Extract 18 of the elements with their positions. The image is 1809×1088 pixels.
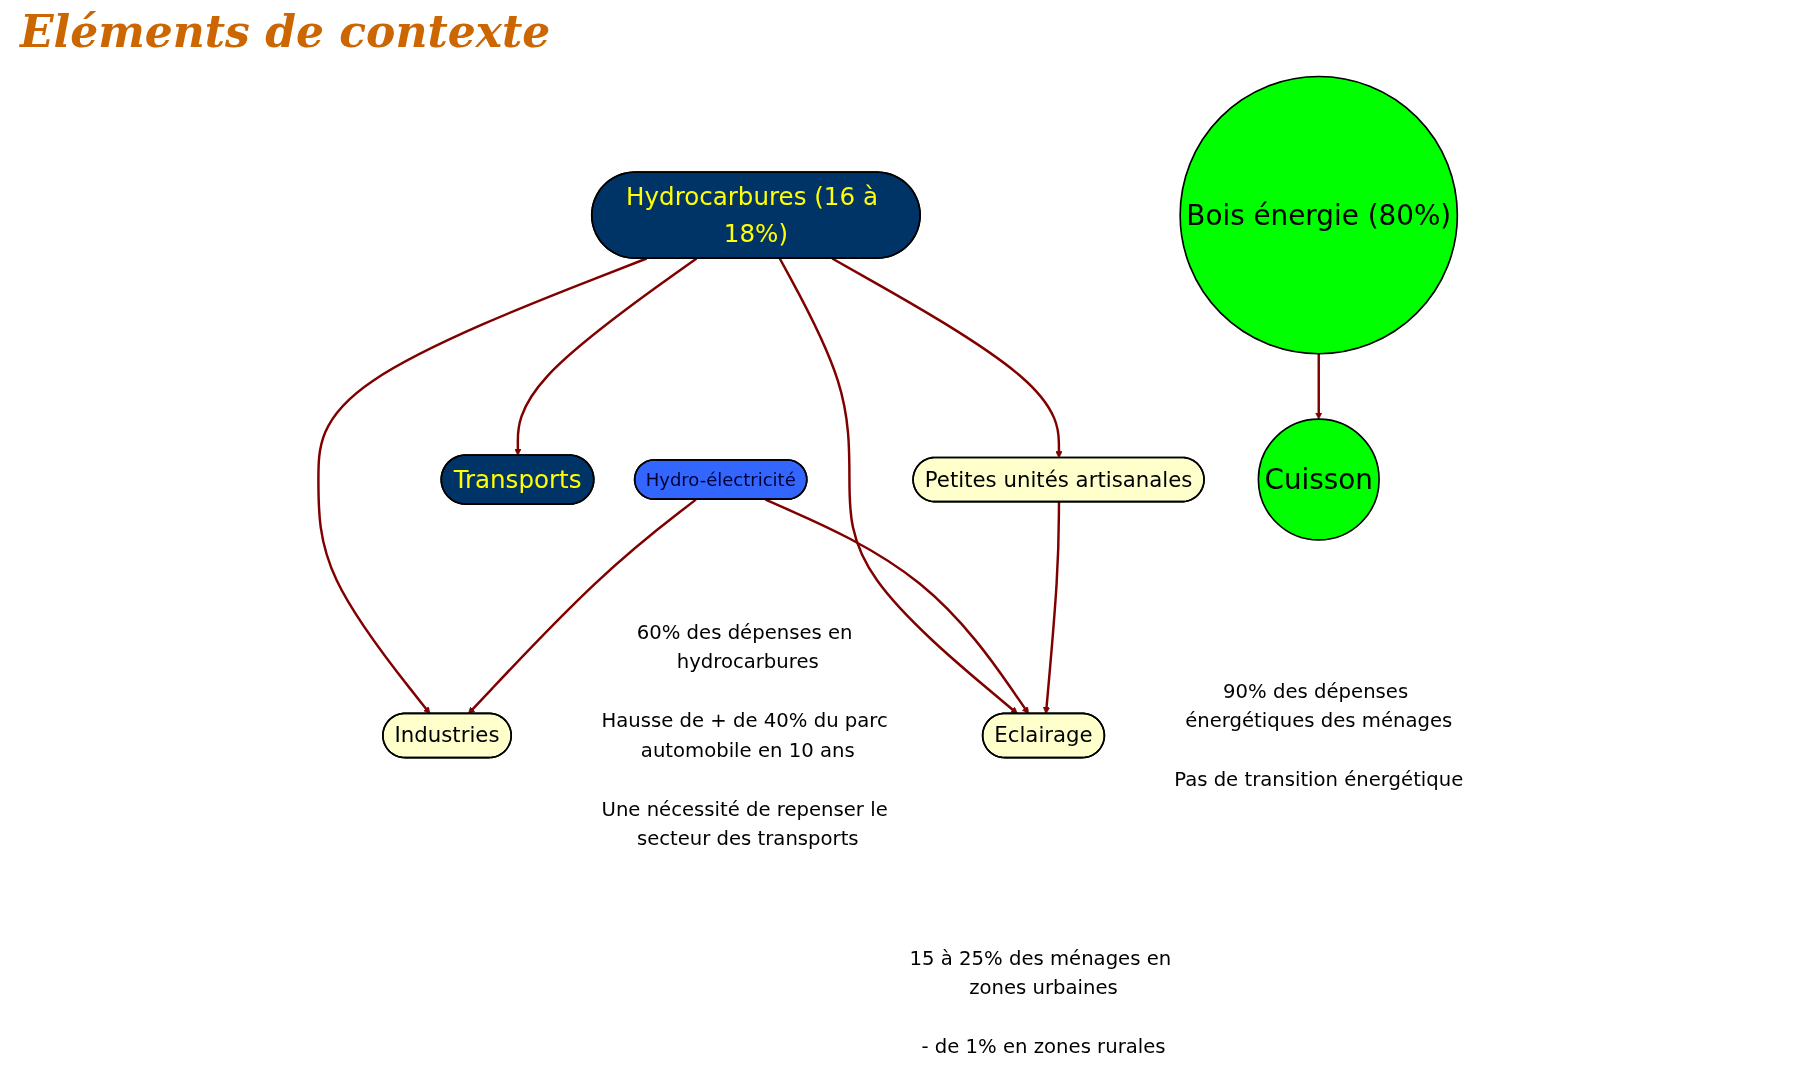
arrow	[317, 257, 648, 715]
arrow	[765, 498, 1029, 715]
arrow	[1042, 502, 1061, 715]
title: Eléments de contexte	[20, 6, 551, 57]
node-label: Pas de transition énergétique	[1174, 768, 1464, 792]
arrow	[831, 257, 1063, 459]
node-label: Une nécessité de repenser le secteur des transports	[601, 797, 888, 851]
node-label: Hausse de + de 40% du parc automobile en 10 ans	[601, 709, 888, 762]
node-label: 90% des dépenses énergétiques des ménages	[1185, 679, 1453, 733]
arrow	[1315, 353, 1323, 420]
node-label: 60% des dépenses en hydrocarbures	[636, 620, 853, 674]
arrow	[468, 498, 697, 715]
node-label: - de 1% en zones rurales	[921, 1034, 1166, 1058]
node-label: 15 à 25% des ménages en zones urbaines	[909, 946, 1172, 999]
arrow	[514, 257, 698, 456]
node-circle: Cuisson	[1257, 418, 1380, 541]
arrow	[778, 257, 1018, 715]
node-circle: Bois énergie (80%)	[1179, 75, 1459, 355]
